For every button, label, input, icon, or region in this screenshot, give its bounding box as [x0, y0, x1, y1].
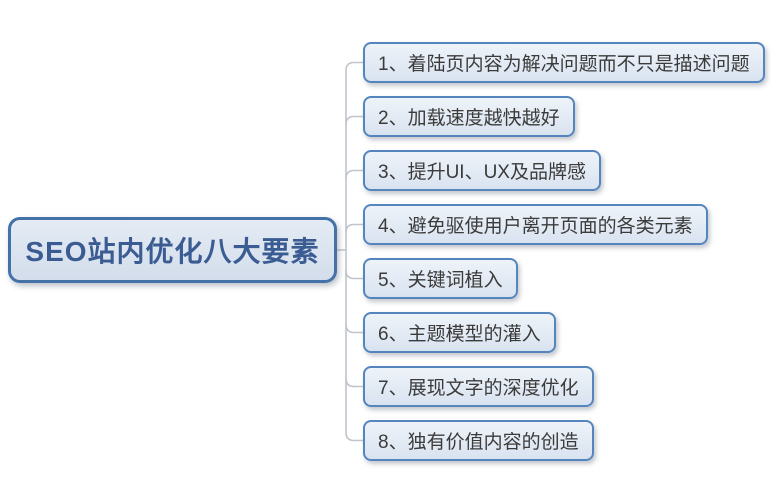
branch-label: 4、避免驱使用户离开页面的各类元素 [378, 216, 693, 237]
elbow-branch-6 [345, 323, 364, 334]
branch-node-2[interactable]: 2、加载速度越快越好 [363, 96, 575, 137]
elbow-branch-4 [345, 223, 364, 234]
trunk-up-line [345, 61, 364, 251]
branch-node-3[interactable]: 3、提升UI、UX及品牌感 [363, 150, 601, 191]
branch-node-5[interactable]: 5、关键词植入 [363, 258, 518, 299]
root-topic-node[interactable]: SEO站内优化八大要素 [8, 217, 337, 283]
elbow-branch-5 [345, 269, 364, 280]
branch-label: 7、展现文字的深度优化 [378, 378, 579, 399]
branch-node-4[interactable]: 4、避免驱使用户离开页面的各类元素 [363, 204, 708, 245]
branch-label: 6、主题模型的灌入 [378, 324, 541, 345]
elbow-branch-7 [345, 377, 364, 388]
elbow-branch-3 [345, 169, 364, 180]
branch-label: 8、独有价值内容的创造 [378, 432, 579, 453]
branch-node-6[interactable]: 6、主题模型的灌入 [363, 312, 556, 353]
elbow-branch-2 [345, 115, 364, 126]
branch-label: 1、着陆页内容为解决问题而不只是描述问题 [378, 54, 750, 75]
branch-node-7[interactable]: 7、展现文字的深度优化 [363, 366, 594, 407]
branch-label: 5、关键词植入 [378, 270, 503, 291]
branch-label: 3、提升UI、UX及品牌感 [378, 162, 586, 183]
root-topic-label: SEO站内优化八大要素 [25, 236, 320, 267]
branch-node-1[interactable]: 1、着陆页内容为解决问题而不只是描述问题 [363, 42, 765, 83]
branch-label: 2、加载速度越快越好 [378, 108, 560, 129]
branch-node-8[interactable]: 8、独有价值内容的创造 [363, 420, 594, 461]
trunk-down-line [345, 249, 364, 442]
